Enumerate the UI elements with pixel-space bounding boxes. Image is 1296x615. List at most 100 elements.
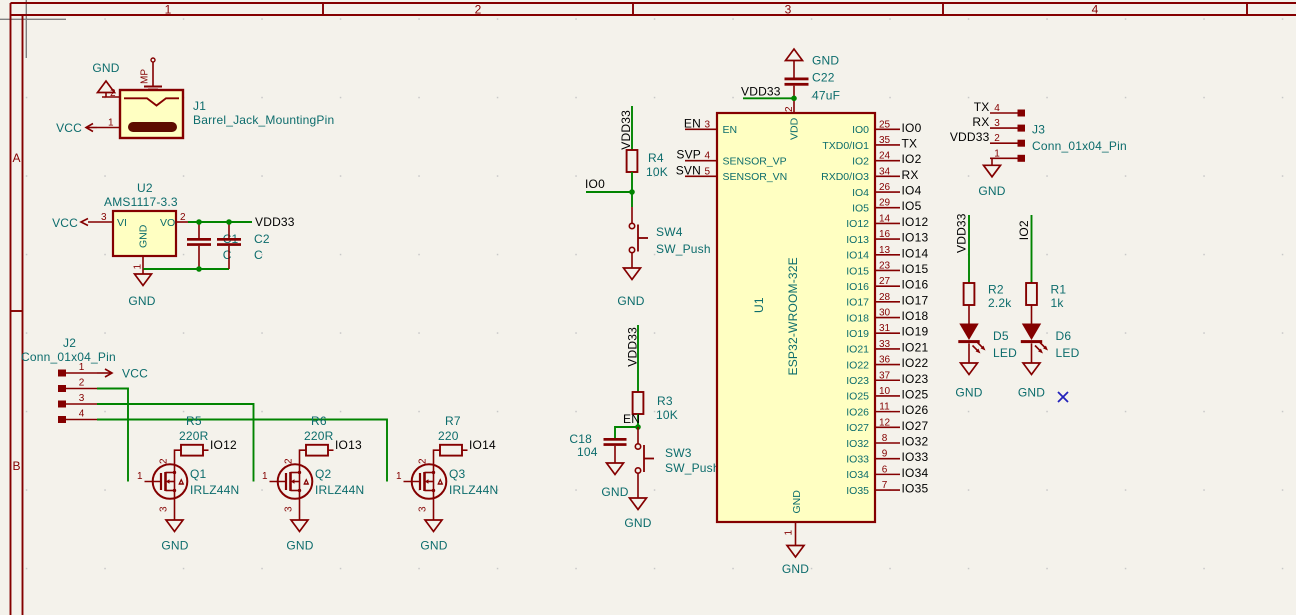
component-j1-barrel-jack[interactable]: MP 2 1 J1 Barrel_Jack_MountingPin bbox=[97, 57, 334, 140]
net-label-io0[interactable]: IO0 bbox=[902, 121, 922, 135]
net-label-tx[interactable]: TX bbox=[902, 136, 918, 150]
border-col-2: 2 bbox=[475, 3, 482, 17]
net-label-io23[interactable]: IO23 bbox=[902, 372, 929, 386]
j1-value: Barrel_Jack_MountingPin bbox=[193, 113, 334, 127]
net-label-io2: IO2 bbox=[1017, 220, 1031, 240]
c22-reference: C22 bbox=[812, 71, 835, 85]
esp32-pin-number: 36 bbox=[879, 355, 891, 366]
drain-pin-number: 2 bbox=[418, 458, 429, 464]
power-gnd-j3[interactable]: GND bbox=[978, 158, 1006, 198]
en-pullup-circuit[interactable]: VDD33 R3 10K EN GND C18 104 SW3 SW_Push … bbox=[569, 325, 720, 530]
power-vcc-j2[interactable]: VCC bbox=[97, 367, 148, 381]
u2-pin-vo: VO bbox=[160, 217, 175, 229]
net-label-vdd33[interactable]: VDD33 bbox=[950, 130, 990, 144]
esp32-pin-name: IO17 bbox=[846, 297, 869, 309]
net-label-io17[interactable]: IO17 bbox=[902, 293, 929, 307]
j1-pin2-number: 2 bbox=[110, 88, 116, 99]
gnd-label: GND bbox=[286, 539, 313, 553]
c18-reference: C18 bbox=[569, 432, 592, 446]
wire[interactable] bbox=[97, 387, 129, 482]
net-label-rx[interactable]: RX bbox=[972, 115, 989, 129]
u2-pin-vi: VI bbox=[117, 217, 127, 229]
esp32-pin-number: 14 bbox=[879, 213, 891, 224]
c1-value: C bbox=[223, 248, 232, 262]
esp32-vdd-net[interactable]: GND C22 47uF VDD33 bbox=[741, 48, 840, 103]
esp32-pin-name: IO14 bbox=[846, 250, 869, 262]
power-gnd-j1[interactable]: GND bbox=[92, 61, 120, 97]
dnp-cross-marker bbox=[1057, 391, 1069, 403]
led-reference: D5 bbox=[993, 329, 1009, 343]
io0-pullup-circuit[interactable]: VDD33 R4 10K IO0 SW4 SW_Push GND bbox=[585, 106, 711, 308]
led-reference: D6 bbox=[1056, 329, 1072, 343]
net-label-io18[interactable]: IO18 bbox=[902, 309, 929, 323]
component-c2[interactable]: C2 C bbox=[217, 222, 270, 269]
net-label-io27[interactable]: IO27 bbox=[902, 419, 929, 433]
net-label-io35[interactable]: IO35 bbox=[902, 482, 929, 496]
net-label-tx[interactable]: TX bbox=[974, 100, 990, 114]
gnd-label: GND bbox=[978, 184, 1005, 198]
net-label-en[interactable]: EN bbox=[684, 116, 701, 130]
net-label-svp[interactable]: SVP bbox=[676, 148, 701, 162]
power-vcc-u2[interactable]: VCC bbox=[52, 216, 89, 230]
esp32-pin-name: IO33 bbox=[846, 453, 869, 465]
esp32-pin-number: 25 bbox=[879, 119, 891, 130]
esp32-pin-number: 27 bbox=[879, 276, 891, 287]
j2-pin-number: 3 bbox=[79, 393, 85, 404]
power-gnd-u2[interactable]: GND bbox=[128, 269, 156, 308]
resistor-reference: R6 bbox=[311, 414, 327, 428]
net-label-io15[interactable]: IO15 bbox=[902, 262, 929, 276]
net-label-io13[interactable]: IO13 bbox=[902, 231, 929, 245]
wire[interactable] bbox=[97, 418, 388, 482]
esp32-pin-name: IO16 bbox=[846, 281, 869, 293]
net-label-io21[interactable]: IO21 bbox=[902, 340, 929, 354]
power-vcc-j1[interactable]: VCC bbox=[56, 121, 97, 135]
esp32-pin-number: 28 bbox=[879, 292, 891, 303]
c2-value: C bbox=[254, 248, 263, 262]
border-col-4: 4 bbox=[1092, 3, 1099, 17]
net-label-io33[interactable]: IO33 bbox=[902, 450, 929, 464]
resistor-value: 220 bbox=[438, 429, 459, 443]
net-label-io16[interactable]: IO16 bbox=[902, 278, 929, 292]
u2-pin2-number: 2 bbox=[180, 212, 186, 223]
net-label-vdd33[interactable]: VDD33 bbox=[255, 215, 295, 229]
net-label-io2[interactable]: IO2 bbox=[902, 152, 922, 166]
net-label-io22[interactable]: IO22 bbox=[902, 356, 929, 370]
j2-pin-number: 1 bbox=[79, 362, 85, 373]
j3-pin-pad bbox=[1017, 124, 1025, 132]
net-label-io26[interactable]: IO26 bbox=[902, 403, 929, 417]
net-label-rx[interactable]: RX bbox=[902, 168, 919, 182]
net-label-io4[interactable]: IO4 bbox=[902, 184, 922, 198]
border-row-b: B bbox=[12, 459, 20, 473]
esp32-pin-name: SENSOR_VN bbox=[723, 171, 788, 183]
j2-wires[interactable] bbox=[97, 387, 388, 482]
esp32-pin-number: 12 bbox=[879, 417, 891, 428]
net-label-io12: IO12 bbox=[210, 438, 237, 452]
esp32-gnd-net[interactable]: GND bbox=[782, 543, 809, 577]
component-u2-regulator[interactable]: U2 AMS1117-3.3 VI VO GND 3 2 1 bbox=[88, 181, 188, 270]
net-label-io19[interactable]: IO19 bbox=[902, 325, 929, 339]
u2-pin1-number: 1 bbox=[133, 264, 144, 270]
net-label-io5[interactable]: IO5 bbox=[902, 199, 922, 213]
drain-pin-number: 2 bbox=[159, 458, 170, 464]
esp32-pin-name: IO19 bbox=[846, 328, 869, 340]
net-label-io32[interactable]: IO32 bbox=[902, 435, 929, 449]
net-label-io14[interactable]: IO14 bbox=[902, 246, 929, 260]
source-pin-number: 3 bbox=[284, 506, 295, 512]
esp32-pin-name: IO22 bbox=[846, 359, 869, 371]
led-value: LED bbox=[993, 346, 1017, 360]
net-label-io12[interactable]: IO12 bbox=[902, 215, 929, 229]
net-label-io25[interactable]: IO25 bbox=[902, 387, 929, 401]
esp32-pin-name: IO5 bbox=[852, 203, 869, 215]
net-label-io34[interactable]: IO34 bbox=[902, 466, 929, 480]
net-label-svn[interactable]: SVN bbox=[676, 163, 701, 177]
net-label-io13: IO13 bbox=[335, 438, 362, 452]
wire[interactable] bbox=[97, 403, 255, 482]
